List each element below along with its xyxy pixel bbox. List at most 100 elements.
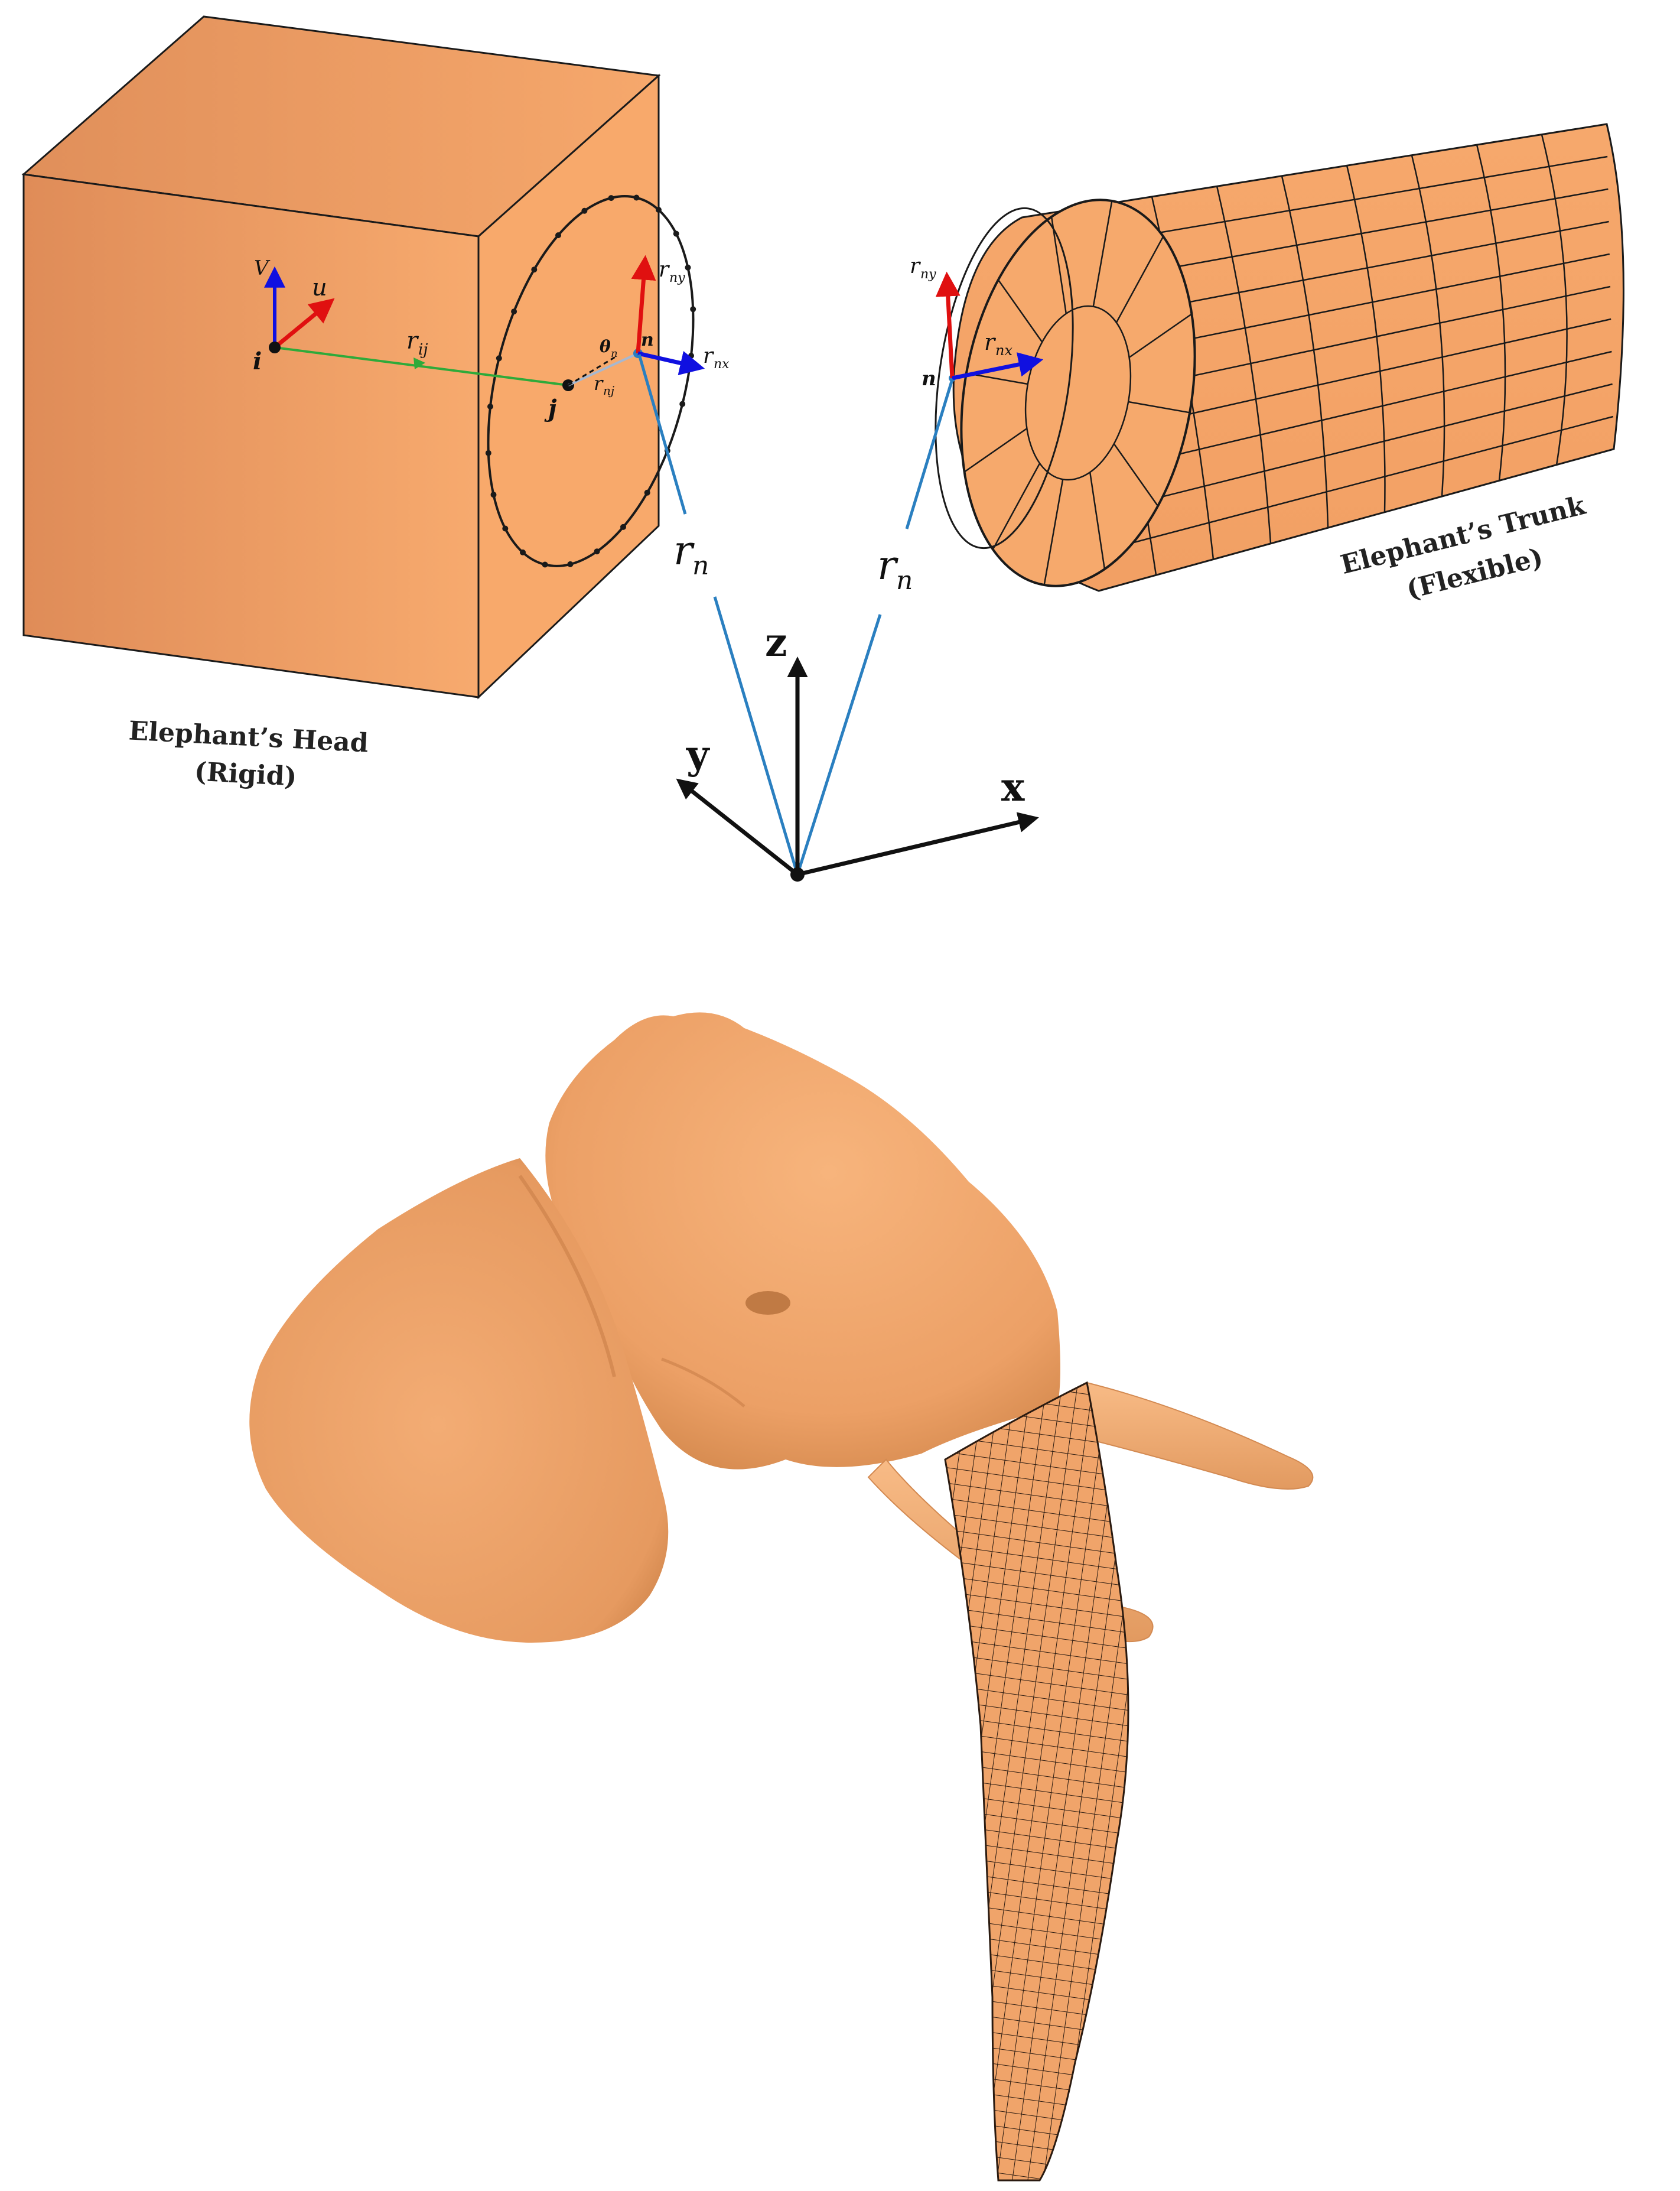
label-i: i [253, 347, 262, 375]
mesh-ring [1346, 165, 1386, 513]
ring-node [496, 355, 502, 362]
ring-node [531, 266, 538, 273]
label-axis-z: z [765, 619, 787, 665]
vector-r-ij [274, 346, 569, 386]
cap-spoke [992, 463, 1041, 550]
cap-spoke [1089, 472, 1106, 570]
caption-head-line2: (Rigid) [194, 757, 298, 792]
global-frame: r n r n z y x [637, 354, 1039, 882]
caption-head-line1: Elephant’s Head [128, 716, 369, 758]
axis-r-ny-trunk [935, 271, 961, 379]
label-n-trunk: n [922, 367, 936, 391]
cap-spoke [1050, 216, 1067, 314]
svg-text:nx: nx [995, 342, 1012, 359]
mesh-line [1090, 415, 1614, 555]
svg-text:ny: ny [669, 271, 685, 285]
ear-fold [518, 1175, 616, 1377]
cap-spoke [997, 279, 1043, 343]
ring-node [608, 195, 614, 201]
position-vector-rn-right-upper [905, 379, 954, 529]
mesh-ring [1281, 175, 1329, 528]
tusk-right [1074, 1381, 1314, 1490]
elephant-head [545, 1012, 1060, 1470]
mesh-line [1083, 383, 1613, 518]
axis-x [797, 812, 1039, 877]
label-r-ny-trunk: r ny [910, 254, 936, 282]
cylinder-end-mesh [963, 200, 1193, 586]
cap-spoke [963, 428, 1028, 473]
elephant-ear [249, 1158, 669, 1643]
cap-spoke [1128, 401, 1190, 414]
ring-node [688, 353, 694, 359]
axis-r-nx-head [637, 351, 705, 375]
svg-text:ij: ij [418, 341, 428, 359]
label-r-ny-head: r ny [659, 258, 685, 285]
ring-node [581, 207, 588, 214]
mesh-ring [1411, 155, 1445, 497]
svg-text:r: r [910, 254, 921, 278]
svg-text:nx: nx [714, 357, 730, 372]
cap-spoke [1128, 313, 1193, 358]
mesh-ring [1216, 186, 1272, 544]
label-axis-y: y [686, 732, 710, 778]
svg-text:r: r [984, 329, 997, 355]
point-i [269, 342, 281, 353]
ring-node [555, 232, 561, 239]
axis-y [676, 778, 799, 876]
axis-u-head [273, 298, 335, 349]
position-vector-rn-right-lower [796, 614, 882, 875]
ring-node [679, 401, 686, 407]
svg-text:r: r [877, 542, 898, 589]
cap-spoke [1092, 200, 1113, 307]
svg-text:ny: ny [920, 267, 936, 282]
ring-node [620, 524, 626, 530]
ring-node [685, 264, 691, 271]
svg-text:r: r [594, 372, 604, 395]
attachment-ring [485, 194, 696, 568]
elephant-model [249, 1012, 1314, 2182]
svg-text:θ: θ [600, 337, 611, 356]
label-r-ij: r ij [406, 327, 428, 359]
vector-r-ij-arrowhead [414, 357, 425, 369]
ring-node [485, 450, 491, 456]
ring-node [487, 404, 493, 409]
label-v: V [254, 256, 271, 280]
axis-r-nx-trunk [952, 352, 1044, 381]
elephant-eye [745, 1291, 790, 1315]
cap-spoke [1043, 479, 1064, 586]
svg-text:r: r [406, 327, 419, 355]
label-r-nx-trunk: r nx [984, 329, 1012, 359]
ring-node [520, 549, 526, 555]
label-axis-x: x [1001, 764, 1025, 810]
position-vector-rn-left-upper [637, 354, 687, 515]
position-vector-rn-left-lower [713, 596, 799, 875]
ring-node [690, 306, 696, 313]
svg-text:n: n [896, 565, 913, 596]
ring-node [656, 207, 662, 213]
ring-node [673, 230, 679, 237]
mesh-ring [1541, 134, 1568, 466]
label-theta: θ n [600, 337, 618, 360]
ring-node [502, 525, 509, 532]
ring-node [542, 561, 548, 568]
theta-dash [568, 355, 618, 386]
ring-node [567, 561, 574, 567]
label-r-n-right: r n [877, 542, 913, 596]
svg-text:r: r [659, 258, 670, 282]
global-origin [790, 867, 805, 882]
label-r-nj: r nj [594, 372, 614, 398]
ring-node [511, 308, 517, 315]
label-n-head: n [641, 330, 654, 350]
flexible-trunk-cylinder: n r ny r nx Elephant’s Trunk (Flexible) [910, 123, 1624, 605]
svg-text:n: n [692, 551, 709, 581]
svg-text:n: n [611, 347, 618, 360]
cap-spoke [1113, 443, 1159, 507]
head-crease [661, 1357, 745, 1407]
rigid-head-cube: V u i j r ij θ n r nj n r ny r nx Elepha… [21, 15, 730, 792]
svg-text:nj: nj [603, 383, 614, 398]
svg-text:r: r [673, 528, 695, 574]
ring-node [644, 489, 650, 496]
ring-node [633, 194, 640, 201]
vector-r-nj [568, 352, 639, 386]
